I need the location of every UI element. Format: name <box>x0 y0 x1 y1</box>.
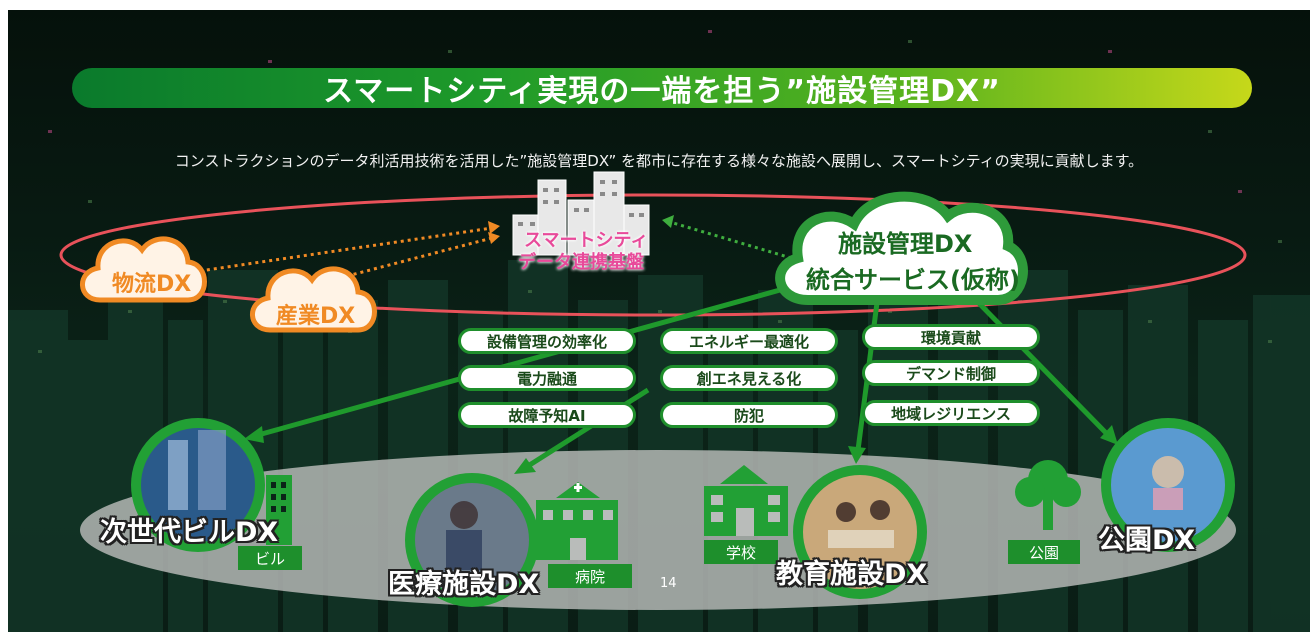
feature-pill: 設備管理の効率化 <box>458 328 636 354</box>
page-number: 14 <box>660 576 677 591</box>
service-cloud-line2: 統合サービス(仮称) <box>806 266 1020 294</box>
red-ring <box>59 193 1247 317</box>
orange-cloud-logistics: 物流DX <box>112 272 192 297</box>
feature-pill: 電力融通 <box>458 365 636 391</box>
feature-pill: デマンド制御 <box>862 360 1040 386</box>
facility-name-education: 教育施設DX <box>776 559 928 590</box>
facility-name-medical: 医療施設DX <box>388 569 540 600</box>
feature-pill: エネルギー最適化 <box>660 328 838 354</box>
orange-cloud-graphic <box>80 236 377 333</box>
feature-pill: 故障予知AI <box>458 402 636 428</box>
feature-pill: 地域レジリエンス <box>862 400 1040 426</box>
facility-tag-building: ビル <box>238 546 302 570</box>
service-cloud-line1: 施設管理DX <box>838 230 973 258</box>
subtitle: コンストラクションのデータ利活用技術を活用した”施設管理DX” を都市に存在する… <box>174 152 1144 170</box>
building-icon <box>266 475 292 545</box>
tree-icon <box>1015 460 1081 530</box>
orange-cloud-industry: 産業DX <box>276 304 356 329</box>
page-title: スマートシティ実現の一端を担う”施設管理DX” <box>323 74 1001 109</box>
facility-name-building: 次世代ビルDX <box>100 517 279 548</box>
city-skyline-icon <box>512 171 650 256</box>
platform-ellipse <box>80 450 1236 610</box>
feature-pill: 防犯 <box>660 402 838 428</box>
title-banner: スマートシティ実現の一端を担う”施設管理DX” <box>72 68 1252 109</box>
hub-label-line2: データ連携基盤 <box>518 252 644 273</box>
hub-label-line1: スマートシティ <box>524 230 649 251</box>
background-graphics <box>8 30 1310 632</box>
facility-name-park: 公園DX <box>1098 525 1196 556</box>
service-cloud-graphic <box>775 191 1028 305</box>
facility-tag-park: 公園 <box>1008 540 1080 564</box>
feature-pill: 環境貢献 <box>862 324 1040 350</box>
facility-tag-hospital: 病院 <box>548 564 632 588</box>
slide: スマートシティ実現の一端を担う”施設管理DX” コンストラクションのデータ利活用… <box>8 10 1310 632</box>
feature-pill: 創エネ見える化 <box>660 365 838 391</box>
facility-tag-school: 学校 <box>704 540 778 564</box>
